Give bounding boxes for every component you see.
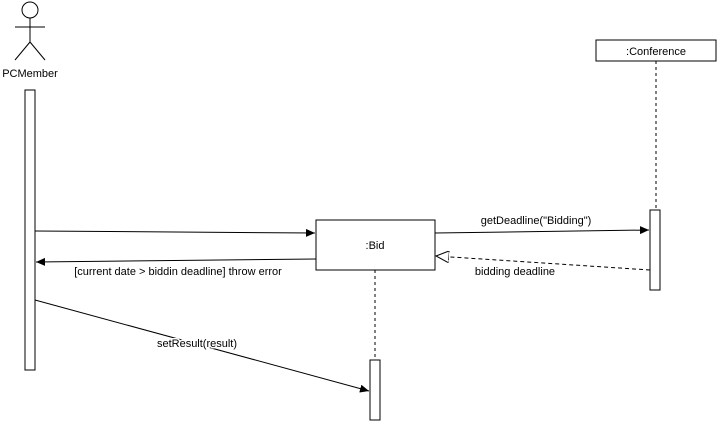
- actor-activation-bar: [24, 89, 36, 371]
- bidding-deadline-return-arrow: [436, 256, 651, 271]
- actor-figure: [14, 1, 46, 61]
- bidding-deadline-label: bidding deadline: [475, 266, 555, 278]
- bid-lifeline-label: :Bid: [366, 240, 385, 252]
- set-result-arrow: [34, 299, 370, 393]
- actor-head: [21, 1, 39, 19]
- get-deadline-arrow: [434, 226, 650, 235]
- throw-error-label: [current date > biddin deadline] throw e…: [74, 266, 282, 278]
- bid-lifeline-box: [315, 219, 436, 271]
- bid-activation-bar: [369, 359, 381, 421]
- create-bid-arrow: [34, 228, 316, 237]
- conference-activation-bar: [649, 209, 661, 291]
- actor-right-leg: [29, 41, 46, 61]
- set-result-label: setResult(result): [157, 338, 237, 350]
- get-deadline-label: getDeadline("Bidding"): [481, 215, 592, 227]
- actor-left-leg: [14, 41, 31, 61]
- conference-lifeline-label: :Conference: [626, 46, 686, 58]
- actor-label: PCMember: [2, 68, 58, 80]
- throw-error-arrow: [35, 257, 317, 266]
